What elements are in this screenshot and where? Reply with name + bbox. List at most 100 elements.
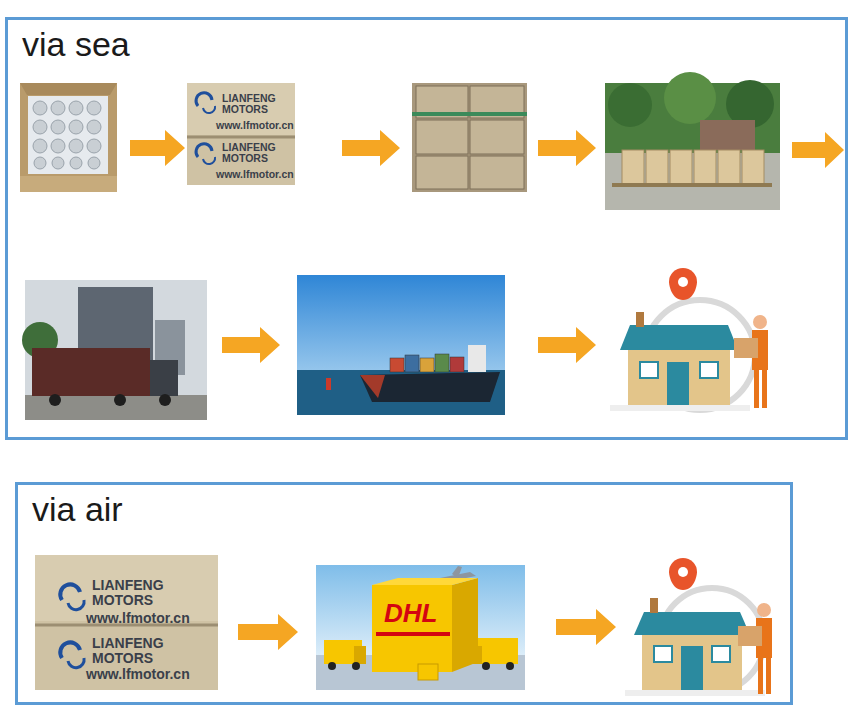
carton-brand: LIANFENG MOTORS <box>92 636 176 665</box>
delivery-house-icon <box>610 268 768 411</box>
delivery-house-icon <box>678 567 688 577</box>
photo-motor-tray <box>34 157 46 169</box>
photo-container-truck <box>49 394 61 406</box>
photo-container-truck <box>150 360 178 396</box>
photo-courier <box>452 566 462 578</box>
photo-branded-boxes <box>203 157 215 164</box>
courier-logo: DHL <box>384 600 437 627</box>
photo-branded-boxes <box>187 83 295 135</box>
photo-courier <box>328 662 336 670</box>
delivery-house-icon <box>700 362 718 378</box>
photo-container-truck <box>114 394 126 406</box>
photo-motor-tray <box>20 83 117 192</box>
photo-cargo-ship <box>435 354 449 372</box>
photo-pallets <box>646 150 668 184</box>
delivery-house-icon <box>650 598 658 613</box>
photo-motor-tray <box>87 120 101 134</box>
carton-url: www.lfmotor.cn <box>86 611 190 626</box>
carton-brand: LIANFENG MOTORS <box>222 142 284 164</box>
photo-courier <box>418 664 438 680</box>
photo-courier <box>316 565 525 690</box>
panel-heading: via air <box>32 489 123 530</box>
delivery-house-icon <box>766 658 771 694</box>
delivery-house-icon <box>762 370 767 408</box>
photo-pallets <box>694 150 716 184</box>
photo-courier <box>478 638 518 664</box>
photo-motor-tray <box>33 139 47 153</box>
photo-motor-tray <box>70 157 82 169</box>
photo-motor-tray <box>20 176 117 192</box>
delivery-house-icon <box>758 658 763 694</box>
photo-branded-boxes <box>35 555 218 690</box>
delivery-house-icon <box>640 362 658 378</box>
photo-courier <box>472 646 482 664</box>
photo-courier <box>352 662 360 670</box>
delivery-house-icon <box>678 277 688 287</box>
delivery-house-icon <box>625 558 772 696</box>
photo-cargo-ship <box>420 358 434 372</box>
delivery-house-icon <box>757 603 771 617</box>
photo-motor-tray <box>87 101 101 115</box>
photo-cargo-ship <box>297 275 505 415</box>
photo-branded-boxes <box>60 642 80 658</box>
photo-motor-tray <box>51 120 65 134</box>
delivery-house-icon <box>753 315 767 329</box>
photo-pallets <box>718 150 740 184</box>
photo-motor-tray <box>28 96 108 174</box>
photo-container-truck <box>25 280 207 420</box>
photo-pallets <box>670 150 692 184</box>
photo-branded-boxes <box>60 584 80 600</box>
photo-stacked-cartons <box>416 120 468 154</box>
photo-motor-tray <box>69 120 83 134</box>
delivery-house-icon <box>625 690 765 696</box>
photo-cargo-ship <box>297 370 505 415</box>
photo-branded-boxes <box>68 658 84 668</box>
photo-motor-tray <box>87 139 101 153</box>
photo-stacked-cartons <box>416 156 468 189</box>
photo-pallets <box>700 120 755 150</box>
photo-branded-boxes <box>196 144 212 157</box>
carton-url: www.lfmotor.cn <box>216 120 294 131</box>
flow-arrow <box>130 130 844 650</box>
delivery-house-icon <box>634 612 750 635</box>
delivery-house-icon <box>667 362 689 405</box>
photo-cargo-ship <box>326 378 331 390</box>
photo-pallets <box>742 150 764 184</box>
photo-cargo-ship <box>468 345 486 372</box>
photo-pallets <box>608 83 652 127</box>
photo-cargo-ship <box>360 375 385 398</box>
photo-pallets <box>622 150 644 184</box>
delivery-house-icon <box>636 312 644 327</box>
carton-url: www.lfmotor.cn <box>216 169 294 180</box>
photo-pallets <box>605 72 780 210</box>
photo-cargo-ship <box>297 275 505 415</box>
delivery-house-icon <box>681 646 703 690</box>
photo-container-truck <box>22 280 207 420</box>
photo-motor-tray <box>69 101 83 115</box>
photo-courier <box>372 585 452 672</box>
delivery-house-icon <box>712 646 730 662</box>
photo-motor-tray <box>51 101 65 115</box>
carton-brand: LIANFENG MOTORS <box>92 578 176 607</box>
photo-motor-tray <box>33 101 101 169</box>
photo-motor-tray <box>20 83 117 192</box>
photo-motor-tray <box>52 157 64 169</box>
photo-cargo-ship <box>405 355 419 372</box>
photo-pallets <box>622 150 764 184</box>
delivery-house-icon <box>620 325 738 350</box>
photo-branded-boxes <box>187 83 295 185</box>
flow-arrow <box>342 130 400 166</box>
photo-stacked-cartons <box>470 156 524 189</box>
delivery-house-icon <box>610 405 750 411</box>
delivery-house-icon <box>754 370 759 408</box>
photo-cargo-ship <box>390 354 464 372</box>
photo-courier <box>316 565 525 690</box>
delivery-house-icon <box>628 350 730 405</box>
delivery-house-icon <box>642 635 742 690</box>
photo-pallets <box>664 72 716 124</box>
delivery-house-icon <box>669 268 697 300</box>
photo-stacked-cartons <box>416 86 524 189</box>
flow-arrow <box>130 130 185 166</box>
photo-motor-tray <box>33 120 47 134</box>
